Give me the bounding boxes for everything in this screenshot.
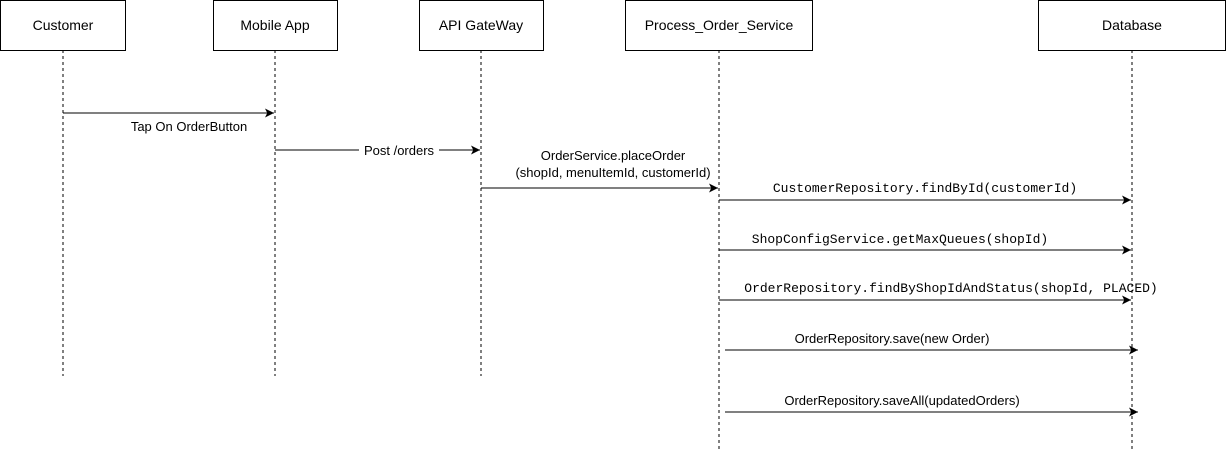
actor-label: Database — [1102, 17, 1162, 33]
message-find-orders[interactable]: OrderRepository.findByShopIdAndStatus(sh… — [719, 281, 1158, 305]
actor-mobile-app[interactable]: Mobile App — [213, 0, 338, 51]
actor-label: Process_Order_Service — [645, 17, 794, 33]
actor-box — [1038, 0, 1226, 51]
actor-label: Customer — [33, 17, 94, 33]
message-post-orders[interactable]: Post /orders — [275, 142, 480, 158]
message-place-order[interactable]: OrderService.placeOrder (shopId, menuIte… — [481, 148, 718, 193]
message-label: Tap On OrderButton — [131, 119, 247, 134]
message-label: ShopConfigService.getMaxQueues(shopId) — [752, 232, 1048, 247]
message-label: Post /orders — [364, 143, 435, 158]
actor-box — [625, 0, 813, 51]
message-label: OrderRepository.findByShopIdAndStatus(sh… — [744, 281, 1157, 296]
actor-process-order-service[interactable]: Process_Order_Service — [625, 0, 813, 51]
actor-customer[interactable]: Customer — [0, 0, 126, 51]
actor-box — [0, 0, 126, 51]
actor-label: Mobile App — [240, 17, 309, 33]
message-label-line-1: OrderService.placeOrder — [541, 148, 686, 163]
message-save-all[interactable]: OrderRepository.saveAll(updatedOrders) — [725, 393, 1138, 417]
message-label-line-2: (shopId, menuItemId, customerId) — [515, 165, 710, 180]
message-label-background — [359, 142, 439, 158]
message-tap-order[interactable]: Tap On OrderButton — [63, 108, 274, 134]
actor-box — [419, 0, 544, 51]
message-label: OrderRepository.save(new Order) — [795, 331, 990, 346]
message-get-max-queues[interactable]: ShopConfigService.getMaxQueues(shopId) — [719, 232, 1131, 255]
message-save-order[interactable]: OrderRepository.save(new Order) — [725, 331, 1138, 355]
actor-api-gateway[interactable]: API GateWay — [419, 0, 544, 51]
actor-label: API GateWay — [439, 17, 523, 33]
actor-database[interactable]: Database — [1038, 0, 1226, 51]
message-label: CustomerRepository.findById(customerId) — [773, 181, 1077, 196]
message-label: OrderRepository.saveAll(updatedOrders) — [784, 393, 1019, 408]
actor-box — [213, 0, 338, 51]
message-find-customer[interactable]: CustomerRepository.findById(customerId) — [719, 181, 1131, 205]
